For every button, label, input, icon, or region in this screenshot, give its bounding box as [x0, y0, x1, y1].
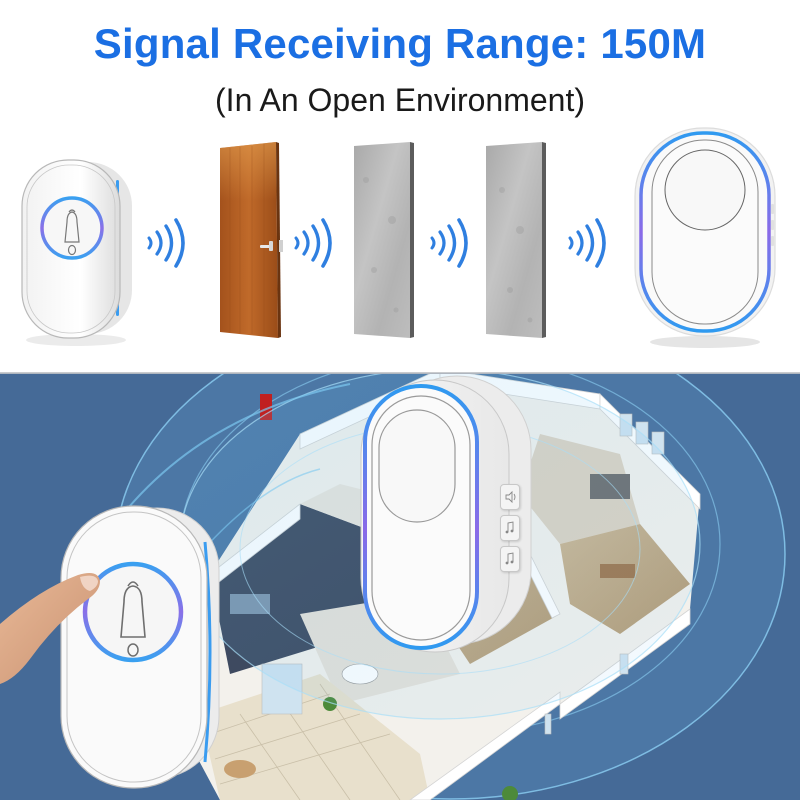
chime-receiver-icon	[360, 375, 532, 653]
wireless-waves-icon	[294, 218, 332, 268]
door-icon	[220, 142, 283, 338]
wireless-waves-icon	[568, 218, 606, 268]
house-scene	[0, 374, 800, 800]
wall-icon	[354, 142, 414, 338]
speaker-icon	[505, 490, 516, 504]
page-title: Signal Receiving Range: 150M	[93, 20, 707, 67]
wireless-waves-icon	[430, 218, 468, 268]
volume-button[interactable]	[500, 484, 520, 510]
top-panel: Signal Receiving Range: 150M (In An Open…	[0, 0, 800, 374]
wall-icon	[486, 142, 546, 338]
chime-receiver-icon	[634, 127, 776, 348]
wireless-waves-icon	[147, 218, 185, 268]
page-subtitle: (In An Open Environment)	[215, 82, 585, 118]
doorbell-button-icon	[21, 159, 132, 346]
music-next-button[interactable]	[500, 546, 520, 572]
music-prev-button[interactable]	[500, 515, 520, 541]
finger-pressing-icon	[0, 573, 100, 684]
music-note-icon	[505, 521, 514, 534]
music-note-icon	[505, 552, 514, 565]
